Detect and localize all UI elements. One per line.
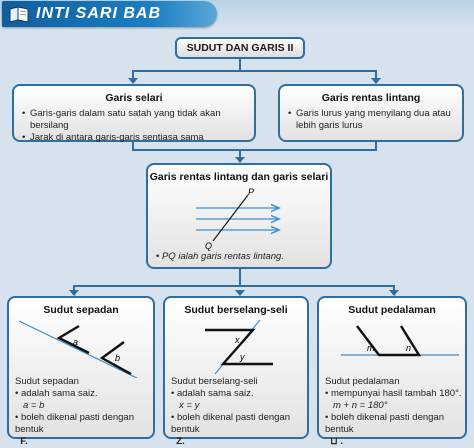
angle-x-label: x xyxy=(234,335,240,345)
corresponding-point-text: adalah sama saiz. xyxy=(20,388,98,399)
corresponding-angles-text: Sudut sepadan • adalah sama saiz. a = b … xyxy=(15,376,151,448)
transversal-parallel-diagram: P Q xyxy=(196,187,330,251)
interior-intro: Sudut pedalaman xyxy=(325,376,400,387)
shape-letter: Z. xyxy=(176,436,185,447)
transversal-point: Garis lurus yang menyilang dua atau lebi… xyxy=(288,108,454,132)
interior-angles-text: Sudut pedalaman • mempunyai hasil tambah… xyxy=(325,376,465,448)
angle-m-label: m xyxy=(367,343,375,353)
connector xyxy=(132,142,134,150)
connector xyxy=(73,285,75,291)
connector xyxy=(132,149,377,151)
point-p-label: P xyxy=(248,187,254,197)
point-q-label: Q xyxy=(205,241,212,251)
transversal-box: Garis rentas lintang Garis lurus yang me… xyxy=(278,84,464,142)
arrow-down-icon xyxy=(235,157,245,163)
alternate-angles-text: Sudut berselang-seli • adalah sama saiz.… xyxy=(171,376,305,448)
arrow-down-icon xyxy=(235,290,245,296)
interior-angles-box: Sudut pedalaman m n Sudut pedalaman • me… xyxy=(317,296,467,447)
parallel-lines-points: Garis-garis dalam satu satah yang tidak … xyxy=(22,108,246,144)
chapter-summary-tab: INTI SARI BAB xyxy=(2,1,217,27)
parallel-lines-point: Garis-garis dalam satu satah yang tidak … xyxy=(22,108,246,132)
transversal-parallel-box: Garis rentas lintang dan garis selari P … xyxy=(146,163,332,269)
shape-letter: F. xyxy=(20,436,28,447)
corresponding-intro: Sudut sepadan xyxy=(15,376,79,387)
transversal-points: Garis lurus yang menyilang dua atau lebi… xyxy=(288,108,454,132)
angle-n-label: n xyxy=(406,343,411,353)
interior-equation: m + n = 180° xyxy=(333,400,388,411)
connector xyxy=(375,142,377,150)
connector xyxy=(132,70,377,72)
interior-angles-heading: Sudut pedalaman xyxy=(348,304,436,316)
alternate-point: • adalah sama saiz. xyxy=(171,388,254,399)
parallel-lines-point: Jarak di antara garis-garis sentiasa sam… xyxy=(22,132,246,144)
connector xyxy=(239,149,241,158)
transversal-note-text: PQ ialah garis rentas lintang. xyxy=(161,251,284,262)
transversal-parallel-heading: Garis rentas lintang dan garis selari xyxy=(149,171,329,183)
connector xyxy=(132,70,134,79)
connector xyxy=(239,59,241,71)
interior-point: • mempunyai hasil tambah 180°. xyxy=(325,388,462,399)
interior-point-text: mempunyai hasil tambah 180°. xyxy=(330,388,462,399)
connector xyxy=(73,285,395,287)
angle-y-label: y xyxy=(239,352,245,362)
interior-angles-diagram: m n xyxy=(341,325,459,357)
chapter-summary-title: INTI SARI BAB xyxy=(36,5,161,22)
corresponding-point-text: boleh dikenal pasti dengan bentuk xyxy=(15,412,135,435)
alternate-point-text: adalah sama saiz. xyxy=(176,388,254,399)
shape-letter: ⊔ . xyxy=(330,436,343,447)
alternate-angles-diagram: x y xyxy=(205,319,273,375)
corresponding-angles-heading: Sudut sepadan xyxy=(43,304,119,316)
alternate-angles-heading: Sudut berselang-seli xyxy=(184,304,288,316)
corresponding-angles-box: Sudut sepadan a b Sudut sepadan • adalah… xyxy=(7,296,155,447)
connector xyxy=(375,70,377,79)
topic-title-box: SUDUT DAN GARIS II xyxy=(175,37,305,59)
alternate-intro: Sudut berselang-seli xyxy=(171,376,258,387)
angle-b-label: b xyxy=(115,353,120,363)
arrow-down-icon xyxy=(371,78,381,84)
interior-point-text: boleh dikenal pasti dengan bentuk xyxy=(325,412,445,435)
arrow-down-icon xyxy=(69,290,79,296)
corresponding-point: • adalah sama saiz. xyxy=(15,388,98,399)
interior-point: • boleh dikenal pasti dengan bentuk ⊔ . xyxy=(325,412,445,447)
angle-a-label: a xyxy=(73,337,78,347)
arrow-down-icon xyxy=(389,290,399,296)
connector xyxy=(393,285,395,291)
transversal-heading: Garis rentas lintang xyxy=(321,92,421,104)
arrow-down-icon xyxy=(128,78,138,84)
corresponding-equation: a = b xyxy=(23,400,45,411)
alternate-equation: x = y xyxy=(179,400,200,411)
transversal-note: • PQ ialah garis rentas lintang. xyxy=(156,251,284,262)
corresponding-point: • boleh dikenal pasti dengan bentuk F. xyxy=(15,412,135,447)
parallel-lines-box: Garis selari Garis-garis dalam satu sata… xyxy=(12,84,256,144)
alternate-angles-box: Sudut berselang-seli x y Sudut berselang… xyxy=(163,296,309,447)
alternate-point: • boleh dikenal pasti dengan bentuk Z. xyxy=(171,412,291,447)
alternate-point-text: boleh dikenal pasti dengan bentuk xyxy=(171,412,291,435)
book-icon xyxy=(9,6,29,23)
connector xyxy=(239,269,241,286)
parallel-lines-heading: Garis selari xyxy=(105,92,163,104)
corresponding-angles-diagram: a b xyxy=(18,320,138,378)
